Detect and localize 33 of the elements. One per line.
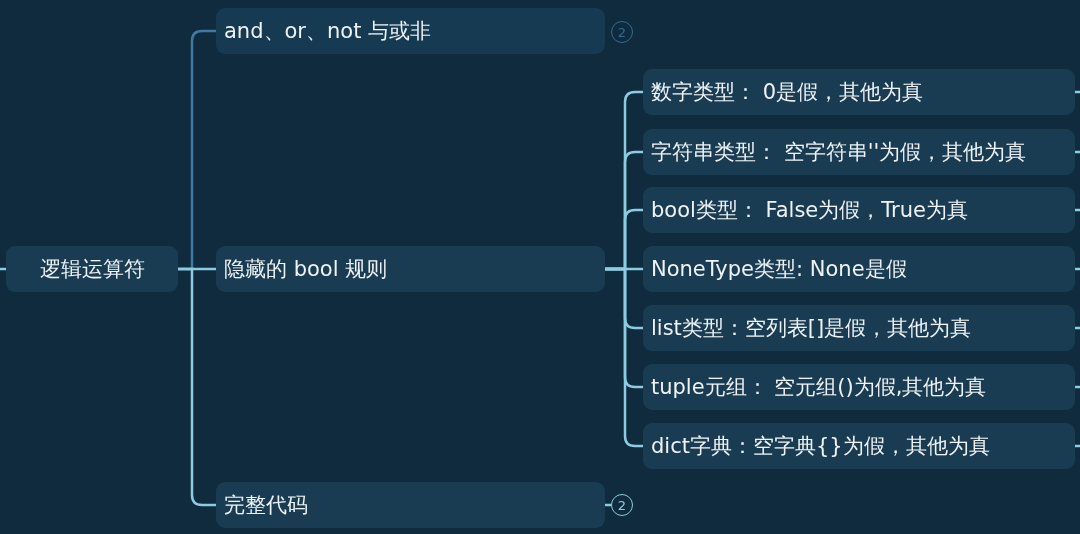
topic-box bbox=[643, 187, 1075, 233]
topic-label: list类型：空列表[]是假，其他为真 bbox=[651, 315, 972, 342]
connector-line bbox=[1075, 208, 1080, 212]
topic-label: 逻辑运算符 bbox=[39, 256, 145, 283]
connector-line bbox=[1075, 385, 1080, 389]
topic-label: bool类型： False为假，True为真 bbox=[651, 197, 968, 224]
topic-label: 完整代码 bbox=[224, 492, 308, 519]
topic-box bbox=[216, 246, 605, 292]
connector-line bbox=[1075, 444, 1080, 448]
connector-line bbox=[0, 267, 6, 271]
topic-box bbox=[643, 246, 1075, 292]
topic-box bbox=[643, 69, 1075, 115]
collapsed-count-badge: 2 bbox=[611, 494, 633, 516]
topic-box bbox=[216, 482, 605, 528]
topic-label: and、or、not 与或非 bbox=[224, 18, 432, 45]
topic-box bbox=[643, 423, 1075, 469]
connector-line bbox=[1075, 150, 1080, 154]
connector-line bbox=[178, 267, 216, 507]
topic-label: 隐藏的 bool 规则 bbox=[224, 256, 388, 283]
topic-box bbox=[643, 364, 1075, 410]
topic-box bbox=[643, 129, 1075, 175]
topic-label: NoneType类型: None是假 bbox=[651, 256, 907, 283]
topic-box bbox=[643, 305, 1075, 351]
topic-label: 字符串类型： 空字符串''为假，其他为真 bbox=[651, 139, 1027, 166]
topic-label: 数字类型： 0是假，其他为真 bbox=[651, 79, 924, 106]
central-topic-box bbox=[6, 246, 178, 292]
connector-line bbox=[1075, 267, 1080, 271]
connector-line bbox=[1075, 90, 1080, 94]
topic-box bbox=[216, 8, 605, 54]
topic-label: tuple元组： 空元组()为假,其他为真 bbox=[651, 374, 987, 401]
connector-line bbox=[1075, 326, 1080, 330]
topic-label: dict字典：空字典{}为假，其他为真 bbox=[651, 433, 990, 460]
collapsed-count-badge: 2 bbox=[611, 21, 633, 43]
